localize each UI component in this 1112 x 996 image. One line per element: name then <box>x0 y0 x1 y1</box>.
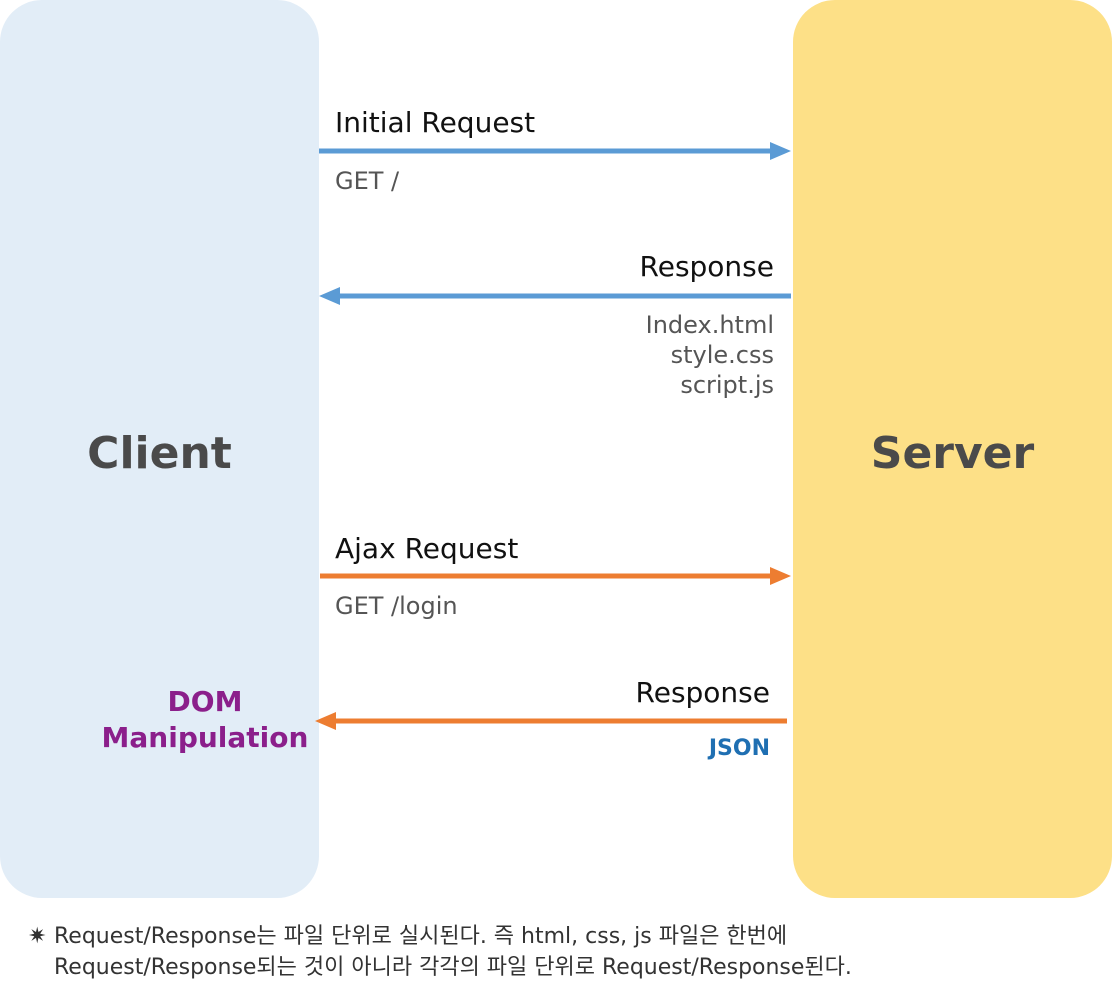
client-panel: Client <box>0 0 319 898</box>
server-title: Server <box>870 428 1035 479</box>
json-label: JSON <box>708 736 770 761</box>
initial-response-arrow-head <box>319 287 340 305</box>
response-file-script: script.js <box>680 371 774 399</box>
footnote: ✷ Request/Response는 파일 단위로 실시된다. 즉 html, … <box>28 921 852 983</box>
initial-response-arrow <box>319 287 791 305</box>
ajax-request-arrow-head <box>770 567 791 585</box>
response-file-style: style.css <box>670 341 774 369</box>
initial-request-arrow <box>319 142 791 160</box>
asterisk-icon: ✷ <box>28 924 47 949</box>
ajax-response-arrow-head <box>315 712 336 730</box>
initial-request-detail: GET / <box>335 167 400 195</box>
footnote-text-1: Request/Response는 파일 단위로 실시된다. 즉 html, c… <box>54 924 788 949</box>
ajax-request-detail: GET /login <box>335 592 458 620</box>
ajax-response-arrow <box>315 712 787 730</box>
response-details: Index.html style.css script.js <box>646 310 774 400</box>
initial-request-arrow-head <box>770 142 791 160</box>
dom-manipulation-line-1: DOM <box>167 685 243 718</box>
ajax-response-label: Response <box>635 676 770 709</box>
dom-manipulation-line-2: Manipulation <box>101 721 309 754</box>
initial-request-label: Initial Request <box>335 106 536 139</box>
client-title: Client <box>87 428 232 479</box>
ajax-request-arrow <box>320 567 791 585</box>
response-label: Response <box>639 250 774 283</box>
footnote-line-1: ✷ Request/Response는 파일 단위로 실시된다. 즉 html, … <box>28 921 852 952</box>
ajax-request-label: Ajax Request <box>335 532 519 565</box>
server-panel: Server <box>793 0 1112 898</box>
dom-manipulation-label: DOM Manipulation <box>90 684 320 756</box>
response-file-index: Index.html <box>645 311 774 339</box>
footnote-line-2: Request/Response되는 것이 아니라 각각의 파일 단위로 Req… <box>54 955 852 980</box>
